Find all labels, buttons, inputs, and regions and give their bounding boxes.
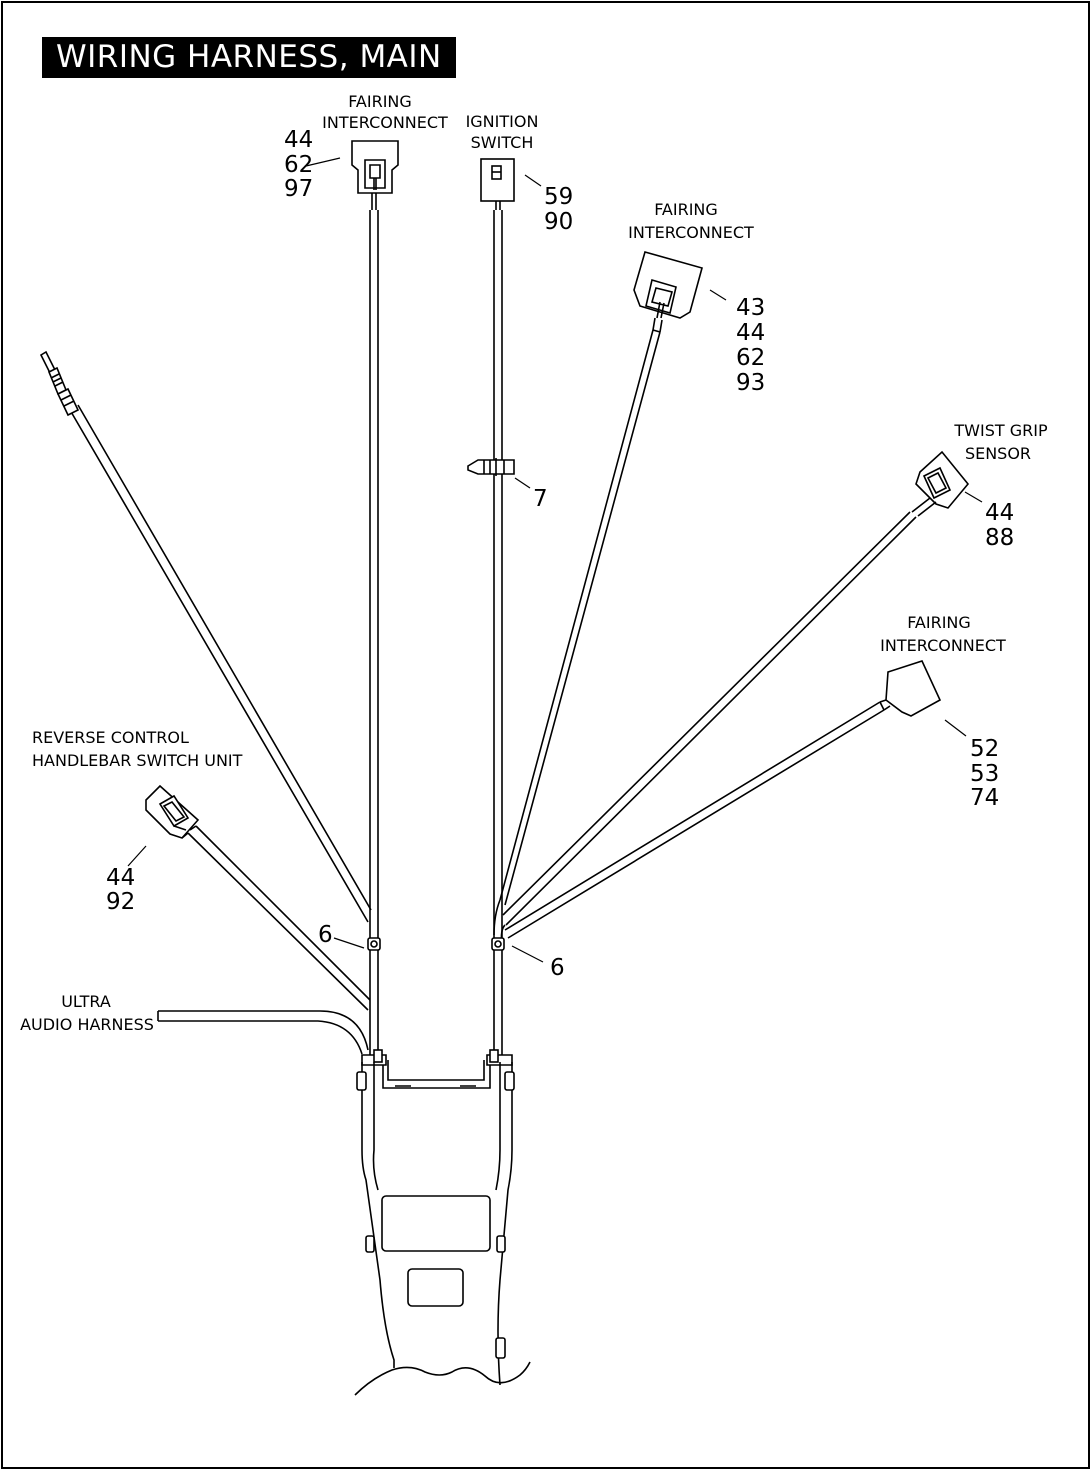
callout-clip-right: 6: [550, 955, 565, 981]
fairing-top-label-line1: FAIRING: [348, 92, 412, 111]
ignition-label-line2: SWITCH: [471, 133, 534, 152]
callout-reverse-1: 44: [106, 865, 135, 891]
left-trunk-wire: [369, 210, 379, 1055]
callout-fairing-top-3: 97: [284, 176, 313, 202]
antenna-branch-wire: [69, 404, 372, 923]
harness-mount-clip: [467, 458, 515, 476]
cable-clip-left: [367, 937, 381, 951]
fairing-interconnect-low-connector: [879, 660, 942, 717]
twist-grip-branch-wire: [502, 511, 917, 926]
fairing-mid-branch-wire: [499, 329, 661, 906]
ignition-label-line1: IGNITION: [466, 112, 539, 131]
callout-twist-2: 88: [985, 525, 1014, 551]
callout-fairing-low-1: 52: [970, 736, 999, 762]
wire-runs: [69, 210, 917, 1055]
fairing-mid-label-line2: INTERCONNECT: [628, 223, 754, 242]
component-labels: FAIRING INTERCONNECT IGNITION SWITCH FAI…: [20, 92, 1048, 1034]
ignition-switch-connector: [480, 158, 515, 210]
fairing-low-branch-wire: [504, 701, 885, 939]
fairing-mid-label-line1: FAIRING: [654, 200, 718, 219]
fairing-interconnect-top-connector: [351, 140, 399, 210]
callout-clip-left: 6: [318, 922, 333, 948]
diagram-title: WIRING HARNESS, MAIN: [42, 37, 456, 78]
callout-ignition-2: 90: [544, 209, 573, 235]
callout-twist-1: 44: [985, 500, 1014, 526]
ultra-label-line2: AUDIO HARNESS: [20, 1015, 154, 1034]
callout-fairing-mid-2: 44: [736, 320, 765, 346]
callout-reverse-2: 92: [106, 889, 135, 915]
callout-fairing-top-1: 44: [284, 127, 313, 153]
callout-fairing-mid-3: 62: [736, 345, 765, 371]
leader-lines: [127, 157, 983, 963]
callout-fairing-top-2: 62: [284, 152, 313, 178]
callout-fairing-mid-4: 93: [736, 370, 765, 396]
callout-fairing-mid-1: 43: [736, 295, 765, 321]
cable-clip-right: [491, 937, 505, 951]
reverse-label-line2: HANDLEBAR SWITCH UNIT: [32, 751, 243, 770]
fairing-low-label-line2: INTERCONNECT: [880, 636, 1006, 655]
twist-grip-label-line2: SENSOR: [965, 444, 1031, 463]
callout-mount-clip: 7: [533, 486, 548, 512]
reverse-control-branch-wire: [187, 825, 371, 1011]
right-trunk-wire: [493, 210, 503, 1055]
callout-numbers: 44 62 97 59 90 43 44 62 93 44 88 52 53 7…: [106, 127, 1014, 981]
fairing-interconnect-mid-connector: [633, 251, 703, 333]
reverse-control-switch-connector: [145, 784, 200, 839]
callout-fairing-low-2: 53: [970, 761, 999, 787]
twist-grip-sensor-connector: [911, 450, 970, 517]
fairing-low-label-line1: FAIRING: [907, 613, 971, 632]
twist-grip-label-line1: TWIST GRIP: [953, 421, 1048, 440]
reverse-label-line1: REVERSE CONTROL: [32, 728, 189, 747]
ultra-label-line1: ULTRA: [61, 992, 111, 1011]
callout-fairing-low-3: 74: [970, 785, 999, 811]
harness-bracket: [354, 1049, 531, 1396]
ultra-audio-harness-wire: [158, 1010, 369, 1055]
antenna-connector: [39, 350, 80, 417]
callout-ignition-1: 59: [544, 184, 573, 210]
fairing-top-label-line2: INTERCONNECT: [322, 113, 448, 132]
